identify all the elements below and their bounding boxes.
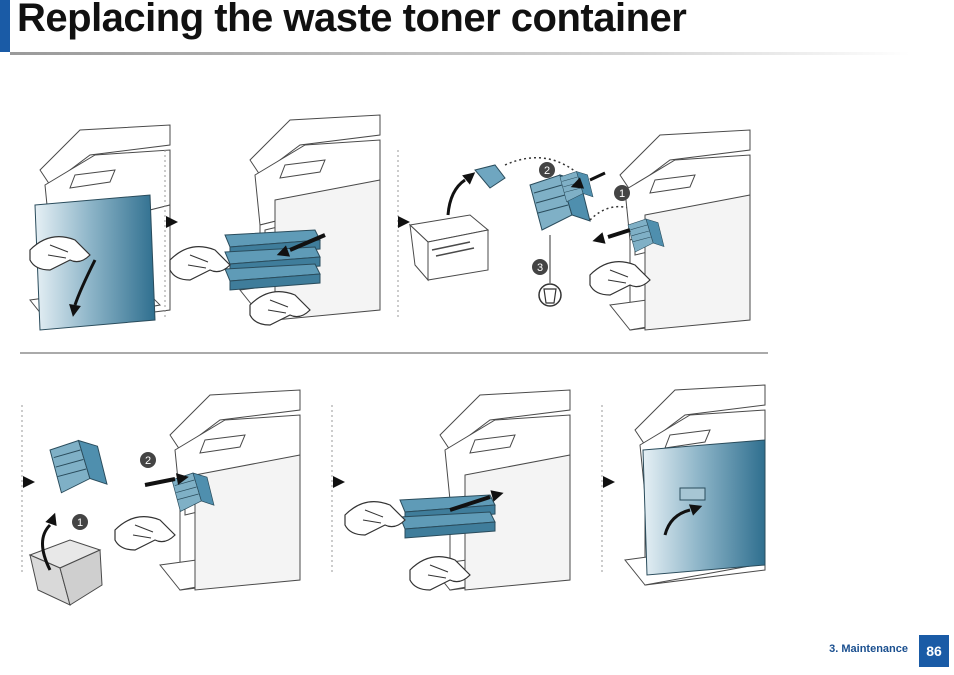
callout-3-label: 3 — [537, 262, 543, 274]
step-open-front-cover — [29, 124, 171, 331]
step-take-new-container — [408, 157, 586, 282]
step-remove-waste-printer: 1 — [589, 129, 751, 331]
footer-section-label: 3. Maintenance — [829, 643, 908, 655]
callout-3 — [532, 259, 548, 275]
callout-2-top — [539, 162, 555, 178]
instruction-illustration: 2 3 1 1 2 — [20, 114, 768, 606]
step-close-front-cover — [624, 384, 766, 586]
title-accent-bar — [0, 0, 10, 52]
step-unpack-new-container: 1 — [28, 440, 108, 606]
step-reinsert-cartridges — [344, 389, 571, 591]
title-underline — [10, 52, 910, 55]
step-insert-waste-container: 2 — [114, 389, 301, 591]
callout-2-bottom — [140, 452, 156, 468]
callout-1-top — [614, 185, 630, 201]
callout-1-top-label: 1 — [619, 188, 625, 200]
callout-1-bottom — [72, 514, 88, 530]
callout-2-top-label: 2 — [544, 165, 550, 177]
step-remove-waste-container: 2 3 — [529, 162, 636, 307]
callout-1-bottom-label: 1 — [77, 517, 83, 529]
page-title: Replacing the waste toner container — [17, 0, 687, 40]
step-remove-cartridges — [169, 114, 381, 326]
page-number: 86 — [919, 635, 949, 667]
callout-2-bottom-label: 2 — [145, 455, 151, 467]
